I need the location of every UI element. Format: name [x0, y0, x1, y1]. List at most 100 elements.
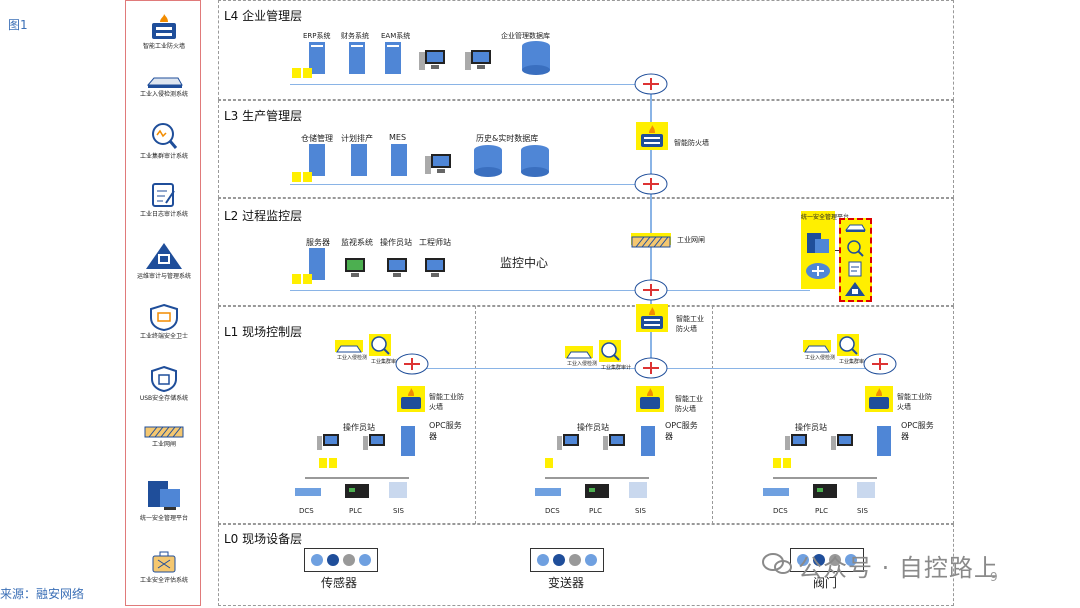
l2-label-operator: 操作员站 [380, 238, 412, 247]
cell-devices [763, 426, 891, 498]
dcs-icon [763, 488, 789, 496]
firewall-icon [641, 125, 663, 147]
ids-icon [336, 345, 362, 353]
audit-device [369, 334, 391, 356]
router-icon [634, 357, 668, 379]
audit-icon [839, 336, 858, 355]
audit-icon [152, 123, 178, 149]
management-platform-icon [148, 481, 180, 510]
legend-item-usb-storage: USB安全存储系统 [126, 365, 202, 403]
database-icon [522, 41, 550, 75]
workstation-icon [785, 434, 807, 450]
l4-devices [292, 41, 550, 78]
operator-label: 操作员站 [577, 423, 609, 432]
wechat-icon [762, 553, 792, 574]
l1-top-firewall [636, 304, 668, 332]
legend-label: 工业终端安全卫士 [139, 333, 188, 340]
endpoint-guard-icon [150, 303, 178, 331]
audit-label: 工业集群审计 [601, 365, 632, 371]
l3-firewall-label: 智能防火墙 [674, 139, 709, 147]
monitor-icon [345, 258, 365, 277]
database-icon [521, 145, 549, 177]
l3-firewall [636, 122, 668, 150]
legend-item-management-platform: 统一安全管理平台 [126, 477, 202, 523]
workstation-icon [465, 50, 491, 70]
valve-group-box [790, 548, 864, 572]
workstation-icon [363, 434, 385, 450]
workstation-icon [317, 434, 339, 450]
gateway-icon [144, 426, 184, 438]
sis-label: SIS [393, 507, 404, 515]
layer-title-l0: L0 现场设备层 [224, 532, 303, 546]
ops-audit-icon [146, 243, 182, 269]
layer-l2 [218, 198, 954, 306]
l4-network-line [290, 84, 650, 85]
firewall-icon [401, 388, 421, 409]
workstation-icon [557, 434, 579, 450]
router-icon [863, 353, 897, 375]
usb-storage-icon [151, 365, 177, 393]
plc-icon [345, 484, 369, 498]
l2-label-monitor: 监视系统 [341, 238, 373, 247]
audit-device [837, 334, 859, 356]
server-icon [349, 42, 365, 74]
layer-title-l3: L3 生产管理层 [224, 109, 303, 123]
security-tools-group [839, 218, 872, 302]
legend-item-firewall: 智能工业防火墙 [126, 13, 202, 51]
legend-label: 智能工业防火墙 [142, 43, 185, 50]
dcs-icon [535, 488, 561, 496]
router-icon [634, 279, 668, 301]
l0-group-valves: 阀门 [813, 576, 838, 590]
legend-item-endpoint-guard: 工业终端安全卫士 [126, 303, 202, 341]
ids-icon [146, 77, 183, 88]
legend-label: 运维审计与管理系统 [136, 273, 191, 280]
server-icon [877, 426, 891, 456]
legend-item-log-audit: 工业日志审计系统 [126, 181, 202, 219]
l4-label-database: 企业管理数据库 [501, 32, 550, 40]
layer-l0 [218, 524, 954, 606]
l2-gateway-label: 工业网闸 [677, 236, 705, 244]
plc-icon [813, 484, 837, 498]
instrument-icons [311, 554, 371, 566]
legend-item-gateway: 工业网闸 [126, 425, 202, 449]
plc-label: PLC [349, 507, 363, 515]
l1-divider [712, 306, 713, 524]
operator-label: 操作员站 [343, 423, 375, 432]
layer-title-l1: L1 现场控制层 [224, 325, 303, 339]
figure-label: 图1 [8, 18, 28, 32]
router-icon [634, 73, 668, 95]
firewall-icon [869, 388, 889, 409]
server-icon [309, 248, 325, 280]
server-icon [401, 426, 415, 456]
ids-label: 工业入侵检测 [805, 355, 836, 361]
l2-label-engineer: 工程师站 [419, 238, 451, 247]
cell-devices [295, 426, 415, 498]
cell-devices [535, 426, 655, 498]
legend-label: 工业集群审计系统 [139, 153, 188, 160]
legend-label: 工业网闸 [151, 441, 176, 448]
firewall-icon [152, 14, 176, 39]
plc-icon [585, 484, 609, 498]
dcs-label: DCS [773, 507, 788, 515]
layer-title-l2: L2 过程监控层 [224, 209, 303, 223]
l1-cell-middle: 工业入侵检测 工业集群审计 智能工业防火墙 操作员站 OPC服务器 DCS PL… [535, 340, 705, 524]
layer-l4 [218, 0, 954, 100]
l3-label-historian: 历史&实时数据库 [476, 134, 539, 143]
l3-network-line [290, 184, 650, 185]
source-caption: 来源：融安网络 [0, 587, 85, 601]
sis-icon [629, 482, 647, 498]
workstation-icon [603, 434, 625, 450]
opc-label: OPC服务器 [429, 421, 462, 441]
workstation-icon [425, 258, 445, 277]
layer-l1 [218, 306, 954, 524]
l2-gateway [631, 233, 671, 248]
assessment-icon [152, 551, 176, 573]
l4-label-eam: EAM系统 [381, 32, 411, 40]
sis-icon [857, 482, 875, 498]
server-icon [391, 144, 407, 176]
l2-monitoring-center: 监控中心 [500, 256, 549, 270]
workstation-icon [425, 154, 451, 174]
connector [835, 250, 839, 251]
legend-item-ops-audit: 运维审计与管理系统 [126, 241, 202, 281]
server-icon [309, 144, 325, 176]
